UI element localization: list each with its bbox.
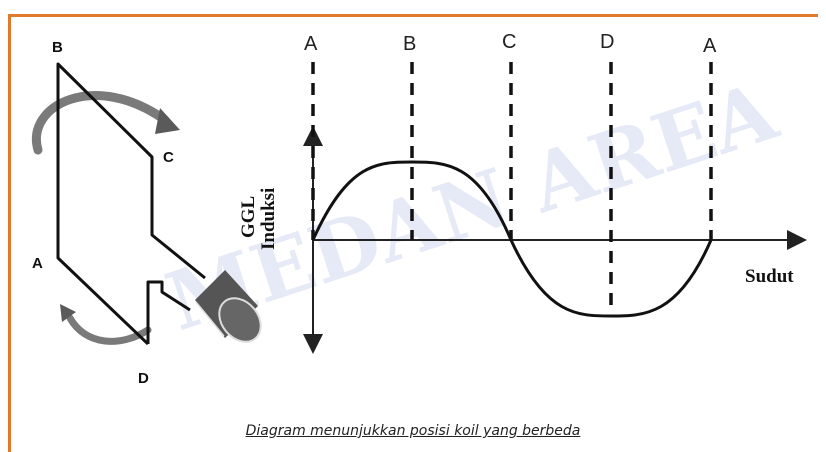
graph-label-c: C bbox=[502, 31, 516, 53]
emf-sine-wave bbox=[311, 160, 713, 318]
graph-label-d: D bbox=[600, 31, 614, 53]
x-axis-label: Sudut bbox=[745, 266, 794, 287]
graph-label-a: A bbox=[304, 33, 318, 55]
coil-label-a: A bbox=[32, 255, 43, 272]
y-axis-label: GGL Induksi bbox=[238, 188, 279, 250]
rotation-arrow-bottom-head bbox=[60, 304, 76, 322]
coil-label-d: D bbox=[138, 370, 149, 387]
rotation-arrow-bottom bbox=[66, 314, 152, 345]
figure-frame bbox=[8, 14, 818, 452]
svg-text:Induksi: Induksi bbox=[258, 188, 279, 250]
figure-caption: Diagram menunjukkan posisi koil yang ber… bbox=[245, 423, 581, 439]
graph-label-a2: A bbox=[703, 35, 717, 57]
rotation-arrow-top bbox=[31, 91, 170, 155]
coil-diagram: B C A D bbox=[31, 39, 262, 387]
commutator-cylinder bbox=[195, 270, 262, 343]
coil-label-c: C bbox=[163, 149, 174, 166]
coil-wire bbox=[56, 62, 206, 346]
svg-text:GGL: GGL bbox=[238, 196, 259, 238]
emf-graph: A B C D A GGL Induksi Sudut bbox=[238, 31, 807, 354]
graph-label-b: B bbox=[403, 33, 416, 55]
coil-label-b: B bbox=[52, 39, 63, 56]
rotation-arrow-top-head bbox=[155, 108, 180, 134]
